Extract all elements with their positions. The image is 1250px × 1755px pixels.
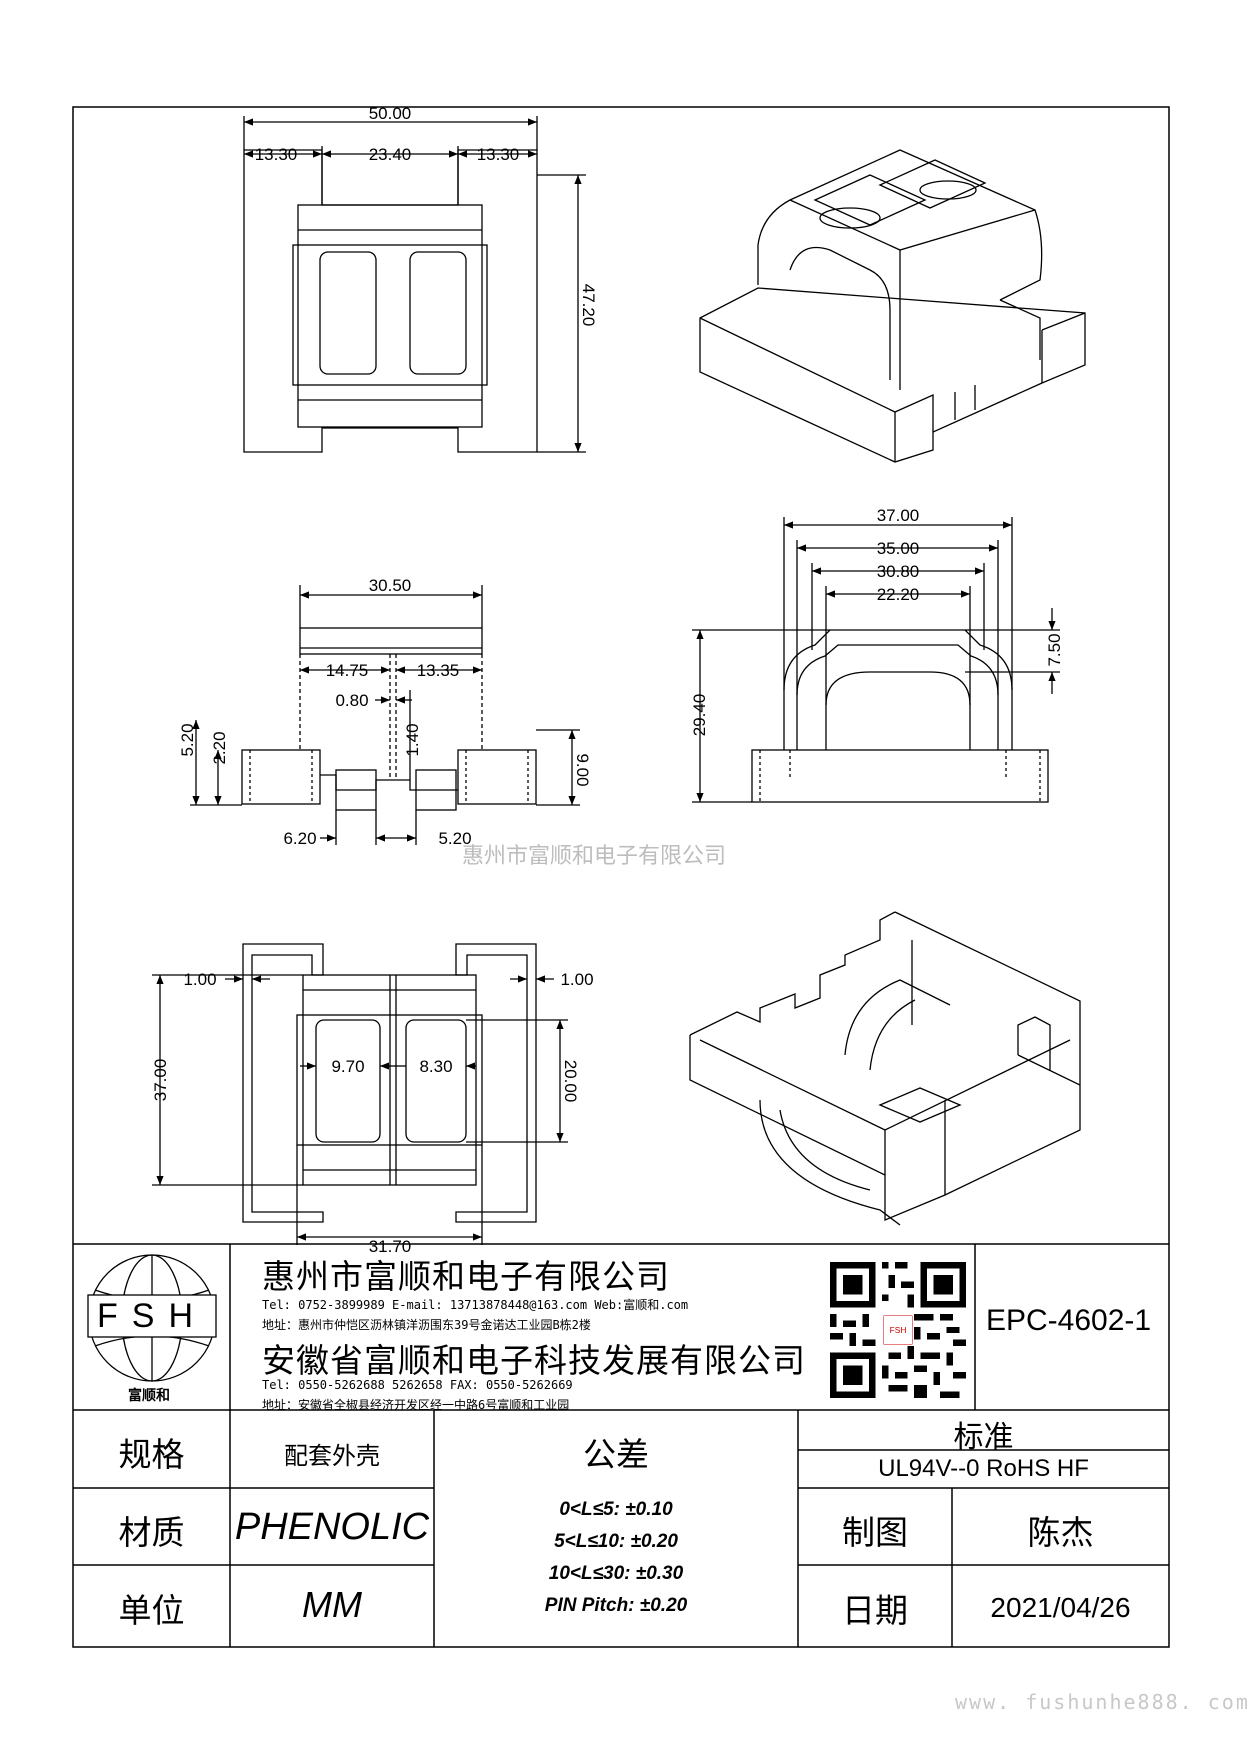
dim-front-slot: 1.40	[403, 723, 422, 756]
dim-bottom-width: 31.70	[369, 1237, 412, 1256]
standard-label: 标准	[953, 1420, 1014, 1455]
unit-value: MM	[302, 1584, 362, 1625]
qr-code-icon: FSH	[830, 1262, 966, 1398]
tolerance-item: 5<L≤10: ±0.20	[554, 1531, 678, 1552]
spec-label: 规格	[118, 1435, 185, 1474]
side-view	[692, 517, 1060, 803]
dim-wall-left: 1.00	[183, 970, 216, 989]
company-contact-anhui: Tel: 0550-5262688 5262658 FAX: 0550-5262…	[262, 1378, 573, 1392]
iso-view-top	[699, 149, 1086, 463]
sheet-border	[72, 106, 1170, 1648]
top-view	[243, 116, 586, 453]
part-number: EPC-4602-1	[986, 1304, 1152, 1337]
dim-front-width: 30.50	[369, 576, 412, 595]
dim-left-margin: 13.30	[255, 145, 298, 164]
dim-right-margin: 13.30	[477, 145, 520, 164]
bottom-view	[152, 943, 568, 1245]
dim-side-w3: 30.80	[877, 562, 920, 581]
drawn-label: 制图	[842, 1513, 908, 1552]
dim-side-w1: 37.00	[877, 506, 920, 525]
dim-side-height: 29.40	[690, 694, 709, 737]
company-address-huizhou: 地址：惠州市仲恺区沥林镇洋沥围东39号金诺达工业园B栋2楼	[262, 1318, 591, 1332]
watermark-text: 惠州市富顺和电子有限公司	[462, 844, 727, 869]
dim-overall-width: 50.00	[369, 104, 412, 123]
dim-win-left: 9.70	[331, 1057, 364, 1076]
standard-value: UL94V--0 RoHS HF	[878, 1455, 1089, 1482]
dim-front-right-half: 13.35	[417, 661, 460, 680]
website-text: www. fushunhe888. com	[955, 1690, 1250, 1714]
company-name-huizhou: 惠州市富顺和电子有限公司	[262, 1257, 670, 1296]
company-contact-huizhou: Tel: 0752-3899989 E-mail: 13713878448@16…	[262, 1298, 689, 1312]
dim-pin-height: 9.00	[573, 753, 592, 786]
dim-wall-right: 1.00	[560, 970, 593, 989]
logo-text: FSH	[97, 1297, 207, 1335]
dim-side-w4: 22.20	[877, 585, 920, 604]
dim-front-gap: 0.80	[335, 691, 368, 710]
dim-pin-h2: 2.20	[210, 731, 229, 764]
iso-view-bottom	[689, 911, 1081, 1226]
dim-pin-w-right: 5.20	[438, 829, 471, 848]
dim-height: 47.20	[579, 284, 598, 327]
tolerance-item: PIN Pitch: ±0.20	[544, 1595, 688, 1616]
dim-win-right: 8.30	[419, 1057, 452, 1076]
logo-globe-icon	[87, 1254, 217, 1382]
drawn-value: 陈杰	[1027, 1513, 1094, 1552]
dim-pin-w-left: 6.20	[283, 829, 316, 848]
material-label: 材质	[118, 1513, 185, 1552]
dim-center-width: 23.40	[369, 145, 412, 164]
tolerance-item: 0<L≤5: ±0.10	[559, 1499, 673, 1520]
tolerance-label: 公差	[583, 1435, 649, 1474]
company-name-anhui: 安徽省富顺和电子科技发展有限公司	[262, 1341, 806, 1380]
svg-text:FSH: FSH	[890, 1325, 907, 1335]
date-value: 2021/04/26	[990, 1592, 1131, 1623]
date-label: 日期	[842, 1591, 908, 1630]
front-view	[190, 585, 580, 845]
tolerance-item: 10<L≤30: ±0.30	[548, 1563, 684, 1584]
dim-front-left-half: 14.75	[326, 661, 369, 680]
dim-side-top-h: 7.50	[1045, 633, 1064, 666]
title-block-grid	[73, 1243, 1169, 1647]
company-address-anhui: 地址：安徽省全椒县经济开发区经一中路6号富顺和工业园	[262, 1398, 570, 1412]
spec-value: 配套外壳	[284, 1442, 380, 1470]
dim-side-w2: 35.00	[877, 539, 920, 558]
tolerance-list: 0<L≤5: ±0.10 5<L≤10: ±0.20 10<L≤30: ±0.3…	[434, 1494, 798, 1622]
dim-win-height: 20.00	[561, 1060, 580, 1103]
material-value: PHENOLIC	[234, 1506, 430, 1548]
dim-bottom-height: 37.00	[151, 1059, 170, 1102]
unit-label: 单位	[118, 1591, 185, 1630]
dim-pin-h1: 5.20	[178, 723, 197, 756]
logo-caption: 富顺和	[128, 1388, 170, 1404]
